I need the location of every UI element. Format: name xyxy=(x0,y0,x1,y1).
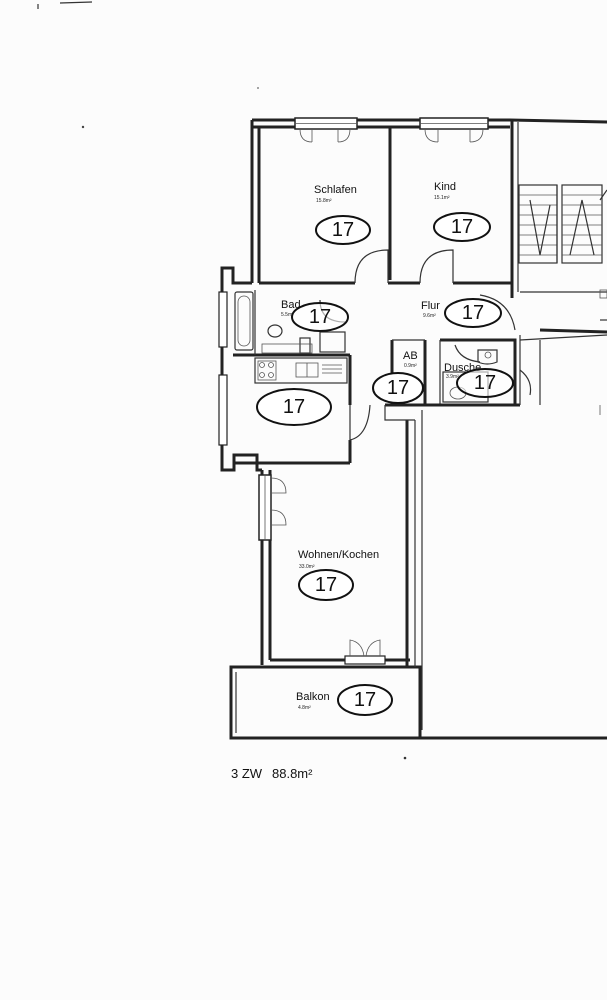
room-schlafen: Schlafen 15.8m² 17 xyxy=(314,184,371,245)
bathtub xyxy=(234,291,254,351)
room-ab: AB 0.9m² 17 xyxy=(372,350,424,404)
room-kueche: 17 xyxy=(256,388,332,426)
room-area: 0.9m² xyxy=(404,363,417,369)
staircase xyxy=(518,184,607,264)
bath-sink xyxy=(267,324,283,338)
scan-artifacts xyxy=(37,1,407,760)
room-badge-oval xyxy=(433,212,491,242)
kitchen-counter xyxy=(254,357,348,384)
window-schlafen xyxy=(294,117,358,143)
door-arcs xyxy=(319,249,516,441)
room-badge: 17 xyxy=(387,377,409,399)
room-name: AB xyxy=(403,350,418,362)
window-kitchen xyxy=(218,374,228,446)
room-dusche: Dusche 3.9m² 17 xyxy=(444,362,514,398)
room-badge: 17 xyxy=(474,372,496,394)
right-unit-partial xyxy=(519,289,607,415)
window-kind xyxy=(419,117,489,143)
room-badge: 17 xyxy=(283,396,305,418)
room-area: 9.6m² xyxy=(423,313,436,319)
room-badge-oval xyxy=(444,298,502,328)
room-badge: 17 xyxy=(309,306,331,328)
bath-toilet xyxy=(299,337,311,354)
room-name: Bad xyxy=(281,299,301,311)
window-wohnen xyxy=(258,474,287,541)
room-name: Schlafen xyxy=(314,184,357,196)
room-badge: 17 xyxy=(462,302,484,324)
plan-caption: 3 ZW 88.8m² xyxy=(231,766,313,781)
door-balcony xyxy=(344,639,386,665)
room-badge-oval xyxy=(298,569,354,601)
unit-type: 3 ZW xyxy=(231,766,263,781)
washing-machine xyxy=(261,331,346,354)
room-area: 15.1m² xyxy=(434,195,450,201)
room-badge-oval xyxy=(315,215,371,245)
room-badge-oval xyxy=(256,388,332,426)
room-area: 4.8m² xyxy=(298,705,311,711)
room-bad: Bad 5.5m² 17 xyxy=(281,299,349,332)
room-area: 3.9m² xyxy=(446,374,459,380)
room-balkon: Balkon 4.8m² 17 xyxy=(296,684,393,716)
unit-total-area: 88.8m² xyxy=(272,766,313,781)
window-bath xyxy=(218,291,228,348)
room-badge-oval xyxy=(291,302,349,332)
inner-walls xyxy=(233,120,607,465)
room-name: Balkon xyxy=(296,691,330,703)
room-area: 33.0m² xyxy=(299,564,315,570)
room-badge: 17 xyxy=(451,216,473,238)
room-badge-oval xyxy=(372,372,424,404)
room-wohnen: Wohnen/Kochen 33.0m² 17 xyxy=(298,549,379,601)
room-badge: 17 xyxy=(315,574,337,596)
room-area: 15.8m² xyxy=(316,198,332,204)
dusche-toilet xyxy=(477,349,498,365)
room-badge: 17 xyxy=(332,219,354,241)
room-badge-oval xyxy=(337,684,393,716)
room-flur: Flur 9.6m² 17 xyxy=(421,298,502,328)
outer-walls xyxy=(220,118,607,740)
room-name: Wohnen/Kochen xyxy=(298,549,379,561)
room-name: Flur xyxy=(421,300,440,312)
room-name: Kind xyxy=(434,181,456,193)
room-area: 5.5m² xyxy=(281,312,294,318)
room-badge: 17 xyxy=(354,689,376,711)
room-badge-oval xyxy=(456,368,514,398)
room-kind: Kind 15.1m² 17 xyxy=(433,181,491,242)
